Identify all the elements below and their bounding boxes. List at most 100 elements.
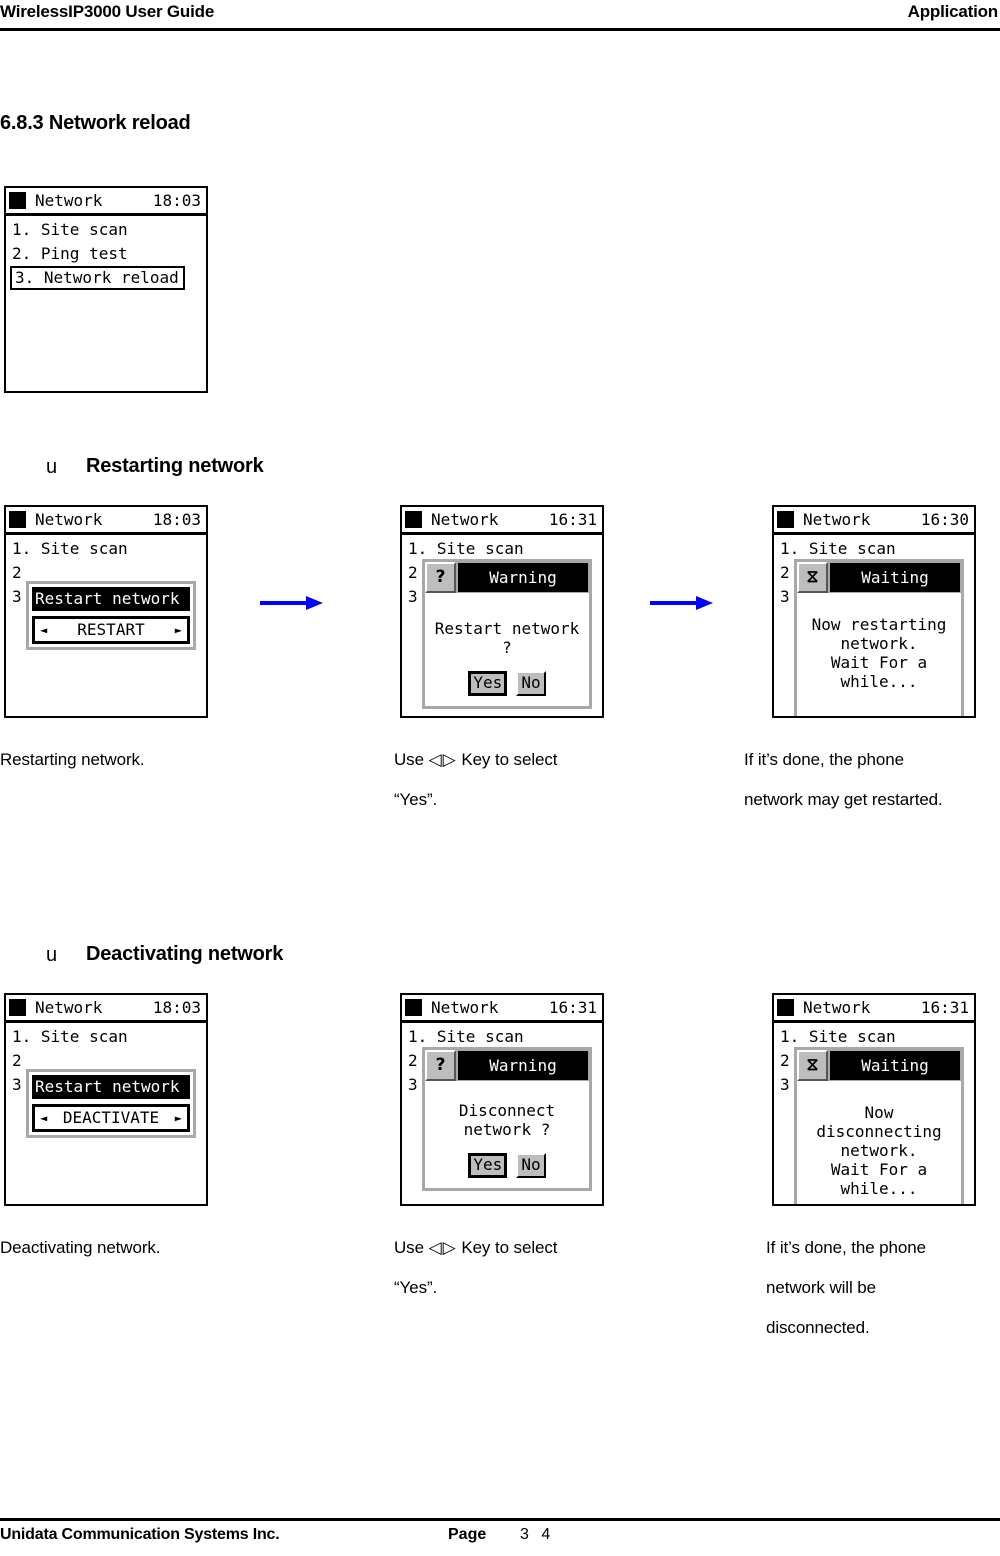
popup-title: Restart network bbox=[32, 1075, 190, 1099]
yes-button[interactable]: Yes bbox=[468, 671, 508, 696]
lcd-screen-title: Network bbox=[35, 998, 103, 1017]
popup-value: RESTART bbox=[77, 620, 145, 639]
bullet-marker-restarting: u bbox=[46, 456, 58, 478]
right-arrow-icon[interactable]: ► bbox=[174, 1110, 182, 1125]
waiting-dialog: ⧖ Waiting Now disconnecting network. Wai… bbox=[794, 1047, 964, 1204]
popup-title: Restart network bbox=[32, 587, 190, 611]
menu-item-2: 2 bbox=[408, 563, 418, 582]
lcd-deactivate-select-screen: Network 18:03 1. Site scan 2 3 Restart n… bbox=[4, 993, 208, 1206]
signal-block-icon bbox=[405, 511, 422, 528]
caption-deactivate-3-line1: If it’s done, the phone bbox=[766, 1238, 926, 1257]
lcd-title-bar: Network 18:03 bbox=[6, 188, 206, 216]
dialog-title-bar: ⧖ Waiting bbox=[797, 1050, 961, 1081]
menu-item-3: 3 bbox=[780, 1075, 790, 1094]
subsection-heading-restarting: Restarting network bbox=[86, 455, 264, 477]
footer-page-number: 3 4 bbox=[520, 1526, 555, 1543]
lcd-menu-list: 1. Site scan 2. Ping test 3. Network rel… bbox=[6, 216, 206, 391]
restart-network-popup[interactable]: Restart network ◄ RESTART ► bbox=[26, 581, 196, 650]
menu-item-1: 1. Site scan bbox=[780, 1027, 896, 1046]
yes-button[interactable]: Yes bbox=[468, 1153, 508, 1178]
caption-deactivate-2-line2: “Yes”. bbox=[394, 1278, 438, 1297]
deactivate-network-popup[interactable]: Restart network ◄ DEACTIVATE ► bbox=[26, 1069, 196, 1138]
lcd-screen-title: Network bbox=[431, 510, 499, 529]
bullet-marker-deactivating: u bbox=[46, 944, 58, 966]
menu-item-1[interactable]: 1. Site scan bbox=[12, 1027, 128, 1046]
menu-item-3-selected[interactable]: 3. Network reload bbox=[10, 266, 185, 290]
lcd-menu-list: 1. Site scan 2 3 ⧖ Waiting Now disconnec… bbox=[774, 1023, 974, 1204]
lcd-restart-waiting-screen: Network 16:30 1. Site scan 2 3 ⧖ Waiting… bbox=[772, 505, 976, 718]
menu-item-1: 1. Site scan bbox=[780, 539, 896, 558]
lcd-disconnect-waiting-screen: Network 16:31 1. Site scan 2 3 ⧖ Waiting… bbox=[772, 993, 976, 1206]
caption-text-pre: Use bbox=[394, 750, 424, 769]
popup-value-stepper[interactable]: ◄ RESTART ► bbox=[32, 616, 190, 644]
dialog-title: Waiting bbox=[830, 563, 960, 592]
running-header: WirelessIP3000 User Guide Application bbox=[0, 0, 1000, 34]
menu-item-2[interactable]: 2 bbox=[12, 563, 22, 582]
dialog-message: Restart network ? bbox=[425, 593, 589, 665]
signal-block-icon bbox=[9, 192, 26, 209]
lcd-screen-title: Network bbox=[803, 510, 871, 529]
lcd-menu-list: 1. Site scan 2 3 Restart network ◄ DEACT… bbox=[6, 1023, 206, 1204]
waiting-dialog: ⧖ Waiting Now restarting network. Wait F… bbox=[794, 559, 964, 716]
left-arrow-icon[interactable]: ◄ bbox=[40, 1110, 48, 1125]
lcd-clock: 18:03 bbox=[152, 998, 201, 1017]
dialog-title-bar: ? Warning bbox=[425, 562, 589, 593]
lcd-title-bar: Network 16:31 bbox=[402, 507, 602, 535]
dialog-title: Warning bbox=[458, 563, 588, 592]
lcd-title-bar: Network 18:03 bbox=[6, 995, 206, 1023]
dialog-title-bar: ⧖ Waiting bbox=[797, 562, 961, 593]
lcd-menu-list: 1. Site scan 2 3 ⧖ Waiting Now restartin… bbox=[774, 535, 974, 716]
header-chapter-title: Application bbox=[907, 2, 999, 21]
question-mark-icon: ? bbox=[425, 1050, 456, 1081]
lcd-screen-title: Network bbox=[35, 191, 103, 210]
signal-block-icon bbox=[777, 999, 794, 1016]
left-arrow-icon[interactable]: ◄ bbox=[40, 622, 48, 637]
warning-dialog: ? Warning Disconnect network ? Yes No bbox=[422, 1047, 592, 1191]
menu-item-2: 2 bbox=[780, 1051, 790, 1070]
menu-item-2[interactable]: 2. Ping test bbox=[12, 244, 128, 263]
lcd-clock: 16:31 bbox=[920, 998, 969, 1017]
footer-page-label: Page bbox=[448, 1526, 487, 1543]
warning-dialog: ? Warning Restart network ? Yes No bbox=[422, 559, 592, 709]
signal-block-icon bbox=[9, 999, 26, 1016]
dialog-buttons: Yes No bbox=[425, 1147, 589, 1188]
caption-text-post: Key to select bbox=[461, 1238, 558, 1257]
lcd-menu-list: 1. Site scan 2 3 ? Warning Disconnect ne… bbox=[402, 1023, 602, 1204]
lcd-clock: 16:31 bbox=[548, 998, 597, 1017]
dialog-message: Now disconnecting network. Wait For a wh… bbox=[797, 1081, 961, 1204]
lcd-menu-list: 1. Site scan 2 3 ? Warning Restart netwo… bbox=[402, 535, 602, 716]
menu-item-3[interactable]: 3 bbox=[12, 587, 22, 606]
caption-restart-2: Use ◁▷ Key to select bbox=[394, 740, 724, 780]
menu-item-3: 3 bbox=[408, 587, 418, 606]
caption-restart-3-line1: If it’s done, the phone bbox=[744, 750, 904, 769]
no-button[interactable]: No bbox=[516, 1153, 546, 1178]
running-footer: Unidata Communication Systems Inc. Page … bbox=[0, 1506, 1000, 1556]
popup-value-stepper[interactable]: ◄ DEACTIVATE ► bbox=[32, 1104, 190, 1132]
arrow-shaft bbox=[260, 601, 308, 605]
menu-item-3: 3 bbox=[408, 1075, 418, 1094]
hourglass-icon: ⧖ bbox=[797, 562, 828, 593]
subsection-heading-deactivating: Deactivating network bbox=[86, 943, 284, 965]
menu-item-3: 3 bbox=[780, 587, 790, 606]
dialog-message: Now restarting network. Wait For a while… bbox=[797, 593, 961, 716]
menu-item-1[interactable]: 1. Site scan bbox=[12, 220, 128, 239]
menu-item-1[interactable]: 1. Site scan bbox=[12, 539, 128, 558]
menu-item-2[interactable]: 2 bbox=[12, 1051, 22, 1070]
signal-block-icon bbox=[9, 511, 26, 528]
caption-deactivate-1: Deactivating network. bbox=[0, 1238, 161, 1257]
menu-item-2: 2 bbox=[408, 1051, 418, 1070]
header-rule bbox=[0, 28, 1000, 31]
right-arrow-icon[interactable]: ► bbox=[174, 622, 182, 637]
arrow-shaft bbox=[650, 601, 698, 605]
signal-block-icon bbox=[405, 999, 422, 1016]
menu-item-3[interactable]: 3 bbox=[12, 1075, 22, 1094]
caption-restart-1: Restarting network. bbox=[0, 750, 145, 769]
caption-restart-2-line2: “Yes”. bbox=[394, 790, 438, 809]
arrow-head bbox=[306, 596, 323, 610]
menu-item-2: 2 bbox=[780, 563, 790, 582]
lcd-network-menu-screen: Network 18:03 1. Site scan 2. Ping test … bbox=[4, 186, 208, 393]
arrow-head bbox=[696, 596, 713, 610]
caption-deactivate-3-line2: network will be bbox=[766, 1278, 876, 1297]
no-button[interactable]: No bbox=[516, 671, 546, 696]
